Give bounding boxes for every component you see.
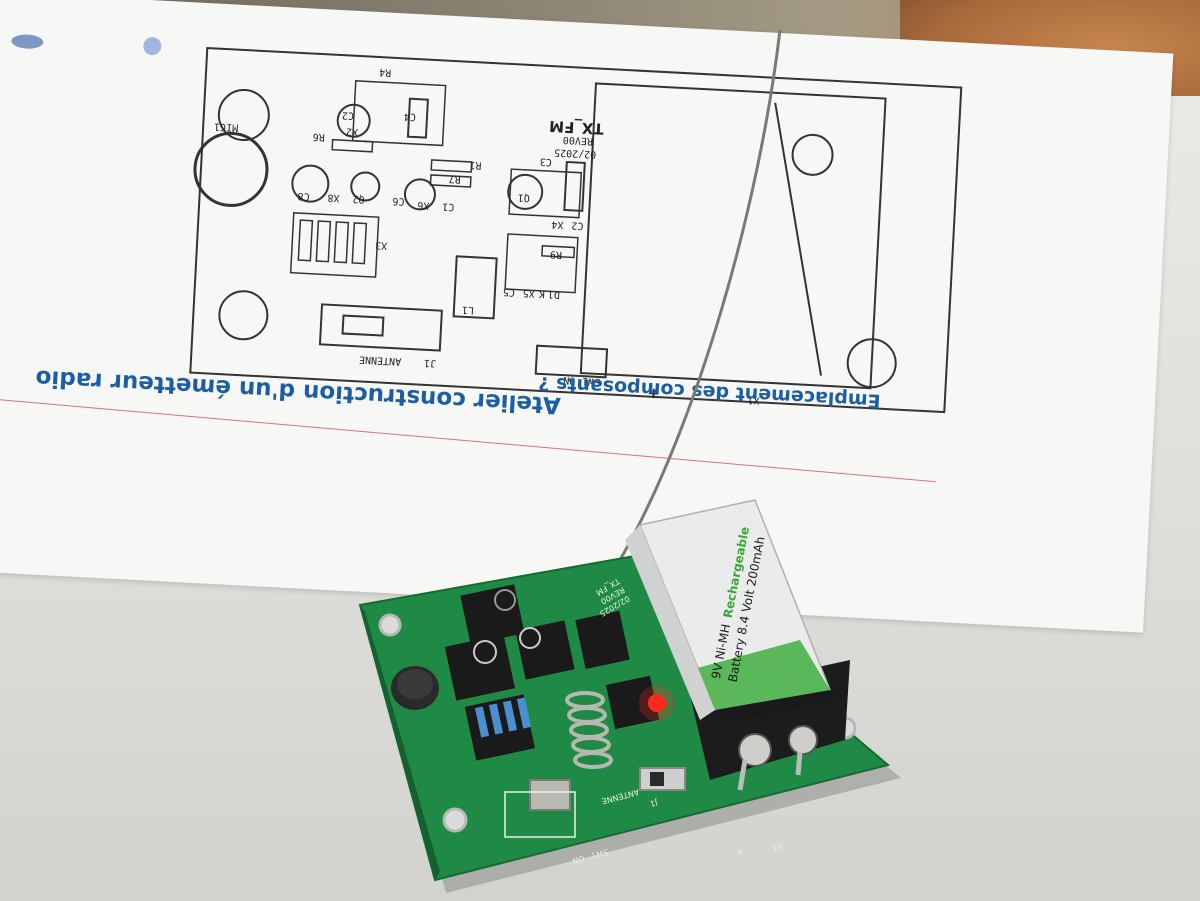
doc-date: 02/2025 [554,146,597,159]
doc-label-c3: C3 [540,156,553,168]
doc-label-x1: X1 [747,394,760,406]
battery-terminal [788,725,818,755]
capacitor [519,627,541,649]
doc-label-r9: R9 [550,248,563,260]
antenna-connector [529,779,571,811]
doc-label-r4: R4 [379,66,392,78]
doc-label-plus: + [647,385,661,404]
capacitor [494,589,516,611]
component-socket [444,634,515,701]
mount-hole [378,613,402,637]
doc-label-x8: X8 [327,192,340,204]
doc-label-c4: C4 [404,110,417,122]
board-outline [189,46,963,414]
component-layout-drawing: TX_FM REV00 02/2025 R4 C4 C2 X2 R6 MIC1 … [0,34,963,483]
mount-hole [442,807,468,833]
doc-label-c5: C5 [503,286,516,298]
doc-label-c2b: C2 [571,219,584,231]
component-socket [605,675,660,730]
doc-label-c6: C6 [392,195,405,207]
doc-label-r6: R6 [312,131,325,143]
doc-label-mic1: MIC1 [214,120,239,132]
pcb-label-on: ON [571,854,585,866]
doc-label-q1: Q1 [518,191,531,203]
doc-label-on: ON [563,374,576,386]
doc-label-j1: J1 [424,357,437,369]
doc-label-x5: X5 [523,287,536,299]
doc-board-name: TX_FM [549,117,604,138]
doc-label-l1: L1 [462,304,475,316]
pcb-label-x1: X1 [772,842,785,853]
doc-revision: REV00 [563,134,594,147]
doc-label-antenne: ANTENNE [359,353,402,366]
battery-outline [579,82,887,390]
pcb-label-j1: J1 [649,797,659,808]
doc-label-q2: Q2 [352,193,365,205]
printed-document: TX_FM REV00 02/2025 R4 C4 C2 X2 R6 MIC1 … [0,0,1174,633]
doc-label-x2: X2 [346,125,359,137]
doc-label-r7: R7 [448,173,461,185]
inductor-coil [565,691,613,769]
battery-terminal [738,733,772,767]
component-socket [575,610,630,670]
battery-9v [625,499,840,791]
doc-label-c8: C8 [297,190,310,202]
doc-label-c2: C2 [342,109,355,121]
doc-label-x6: X6 [417,199,430,211]
doc-label-x4: X4 [551,218,564,230]
doc-label-r1: R1 [469,159,482,171]
doc-label-sw1: SW1 [582,375,601,387]
doc-label-d1: D1 [548,288,561,300]
doc-label-c1: C1 [442,201,455,213]
doc-label-k: K [539,288,546,299]
pcb-label-plus: + [735,847,744,857]
logo-icon [11,34,162,56]
capacitor [473,640,497,664]
power-led [648,694,666,712]
doc-label-x3: X3 [375,239,388,251]
resistors [474,697,532,738]
